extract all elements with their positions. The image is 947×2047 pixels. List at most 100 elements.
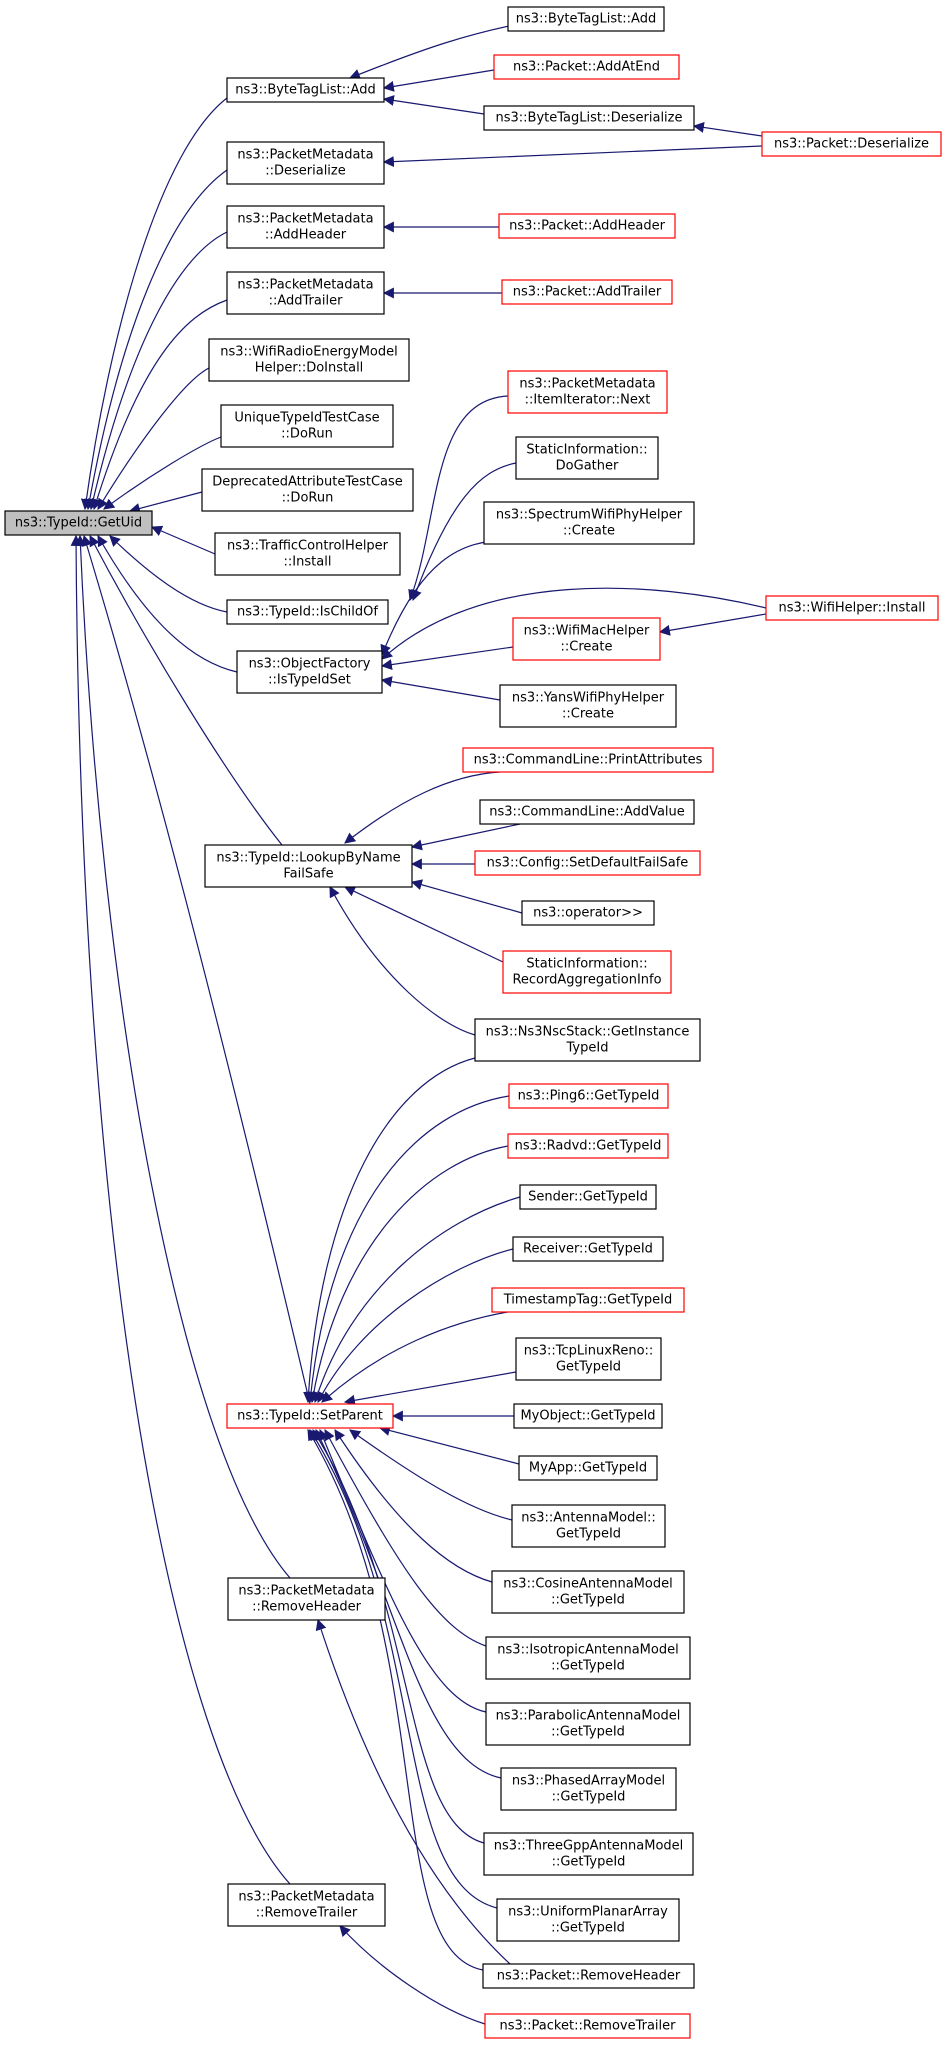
node-box[interactable] <box>501 279 673 305</box>
node-box[interactable] <box>474 1018 701 1062</box>
node-box[interactable] <box>220 404 394 448</box>
node-box[interactable] <box>227 1883 386 1927</box>
node-yans-create[interactable]: ns3::YansWifiPhyHelper::Create <box>499 684 677 728</box>
node-static-recordagg[interactable]: StaticInformation::RecordAggregationInfo <box>502 950 672 994</box>
node-ping6[interactable]: ns3::Ping6::GetTypeId <box>508 1083 669 1109</box>
node-isotropic[interactable]: ns3::IsotropicAntennaModel::GetTypeId <box>485 1636 691 1680</box>
node-box[interactable] <box>483 1832 694 1876</box>
node-box[interactable] <box>485 1636 691 1680</box>
node-box[interactable] <box>474 850 701 876</box>
node-box[interactable] <box>4 510 153 536</box>
node-unique-typeid[interactable]: UniqueTypeIdTestCase::DoRun <box>220 404 394 448</box>
node-cl-addvalue[interactable]: ns3::CommandLine::AddValue <box>479 799 695 825</box>
node-btl-deser[interactable]: ns3::ByteTagList::Deserialize <box>483 105 695 131</box>
node-box[interactable] <box>493 54 680 80</box>
node-box[interactable] <box>498 213 676 239</box>
node-box[interactable] <box>518 1455 658 1481</box>
node-box[interactable] <box>226 1403 394 1429</box>
node-box[interactable] <box>485 1702 691 1746</box>
node-box[interactable] <box>507 1133 669 1159</box>
node-pkt-addatend[interactable]: ns3::Packet::AddAtEnd <box>493 54 680 80</box>
node-myapp[interactable]: MyApp::GetTypeId <box>518 1455 658 1481</box>
node-box[interactable] <box>201 468 414 512</box>
node-box[interactable] <box>500 1767 677 1811</box>
node-antenna[interactable]: ns3::AntennaModel::GetTypeId <box>511 1504 666 1548</box>
node-box[interactable] <box>515 436 659 480</box>
node-pkt-addheader[interactable]: ns3::Packet::AddHeader <box>498 213 676 239</box>
node-box[interactable] <box>491 1287 685 1313</box>
node-set-parent[interactable]: ns3::TypeId::SetParent <box>226 1403 394 1429</box>
node-box[interactable] <box>482 1963 695 1989</box>
node-pm-deser[interactable]: ns3::PacketMetadata::Deserialize <box>226 141 385 185</box>
node-box[interactable] <box>226 205 385 249</box>
node-box[interactable] <box>204 844 413 888</box>
node-box[interactable] <box>761 131 942 157</box>
node-cl-printattr[interactable]: ns3::CommandLine::PrintAttributes <box>462 747 714 773</box>
node-receiver[interactable]: Receiver::GetTypeId <box>512 1236 664 1262</box>
node-box[interactable] <box>479 799 695 825</box>
node-box[interactable] <box>462 747 714 773</box>
node-box[interactable] <box>214 532 401 576</box>
node-box[interactable] <box>226 77 385 103</box>
node-box[interactable] <box>483 501 695 545</box>
node-box[interactable] <box>507 370 668 414</box>
node-radvd[interactable]: ns3::Radvd::GetTypeId <box>507 1133 669 1159</box>
node-box[interactable] <box>511 1504 666 1548</box>
node-root[interactable]: ns3::TypeId::GetUid <box>4 510 153 536</box>
node-box[interactable] <box>483 105 695 131</box>
node-sender[interactable]: Sender::GetTypeId <box>519 1184 657 1210</box>
node-box[interactable] <box>208 338 410 382</box>
node-box[interactable] <box>512 1236 664 1262</box>
node-box[interactable] <box>512 617 661 661</box>
node-cfg-setdefault[interactable]: ns3::Config::SetDefaultFailSafe <box>474 850 701 876</box>
node-box[interactable] <box>507 6 665 32</box>
node-is-child-of[interactable]: ns3::TypeId::IsChildOf <box>226 599 389 625</box>
node-box[interactable] <box>236 650 383 694</box>
node-pkt-removeheader[interactable]: ns3::Packet::RemoveHeader <box>482 1963 695 1989</box>
node-pkt-removetrailer[interactable]: ns3::Packet::RemoveTrailer <box>484 2013 691 2039</box>
node-parabolic[interactable]: ns3::ParabolicAntennaModel::GetTypeId <box>485 1702 691 1746</box>
node-box[interactable] <box>515 1337 662 1381</box>
node-pm-itemiter[interactable]: ns3::PacketMetadata::ItemIterator::Next <box>507 370 668 414</box>
node-btl-add[interactable]: ns3::ByteTagList::Add <box>226 77 385 103</box>
node-box[interactable] <box>765 595 939 621</box>
node-spectrum-create[interactable]: ns3::SpectrumWifiPhyHelper::Create <box>483 501 695 545</box>
node-box[interactable] <box>508 1083 669 1109</box>
node-deprecated-attr[interactable]: DeprecatedAttributeTestCase::DoRun <box>201 468 414 512</box>
node-myobject[interactable]: MyObject::GetTypeId <box>513 1403 663 1429</box>
node-box[interactable] <box>491 1570 685 1614</box>
node-static-dogather[interactable]: StaticInformation::DoGather <box>515 436 659 480</box>
node-wifihelper-install[interactable]: ns3::WifiHelper::Install <box>765 595 939 621</box>
node-threegpp[interactable]: ns3::ThreeGppAntennaModel::GetTypeId <box>483 1832 694 1876</box>
node-btl-add2[interactable]: ns3::ByteTagList::Add <box>507 6 665 32</box>
node-pm-addheader[interactable]: ns3::PacketMetadata::AddHeader <box>226 205 385 249</box>
node-of-istypeidset[interactable]: ns3::ObjectFactory::IsTypeIdSet <box>236 650 383 694</box>
node-box[interactable] <box>521 900 655 926</box>
node-box[interactable] <box>484 2013 691 2039</box>
node-wifi-energy[interactable]: ns3::WifiRadioEnergyModelHelper::DoInsta… <box>208 338 410 382</box>
node-pm-removetrailer[interactable]: ns3::PacketMetadata::RemoveTrailer <box>227 1883 386 1927</box>
node-box[interactable] <box>513 1403 663 1429</box>
node-phased[interactable]: ns3::PhasedArrayModel::GetTypeId <box>500 1767 677 1811</box>
node-cosine[interactable]: ns3::CosineAntennaModel::GetTypeId <box>491 1570 685 1614</box>
node-pkt-addtrailer[interactable]: ns3::Packet::AddTrailer <box>501 279 673 305</box>
node-wifimac-create[interactable]: ns3::WifiMacHelper::Create <box>512 617 661 661</box>
node-box[interactable] <box>227 1577 386 1621</box>
node-box[interactable] <box>519 1184 657 1210</box>
node-tcplinuxreno[interactable]: ns3::TcpLinuxReno::GetTypeId <box>515 1337 662 1381</box>
node-pm-removeheader[interactable]: ns3::PacketMetadata::RemoveHeader <box>227 1577 386 1621</box>
node-box[interactable] <box>499 684 677 728</box>
node-op-shift[interactable]: ns3::operator>> <box>521 900 655 926</box>
node-tch-install[interactable]: ns3::TrafficControlHelper::Install <box>214 532 401 576</box>
node-box[interactable] <box>226 271 385 315</box>
node-pm-addtrailer[interactable]: ns3::PacketMetadata::AddTrailer <box>226 271 385 315</box>
node-box[interactable] <box>502 950 672 994</box>
node-pkt-deser[interactable]: ns3::Packet::Deserialize <box>761 131 942 157</box>
node-uniformplanar[interactable]: ns3::UniformPlanarArray::GetTypeId <box>496 1898 680 1942</box>
node-box[interactable] <box>226 141 385 185</box>
node-box[interactable] <box>496 1898 680 1942</box>
node-box[interactable] <box>226 599 389 625</box>
node-timestamptag[interactable]: TimestampTag::GetTypeId <box>491 1287 685 1313</box>
